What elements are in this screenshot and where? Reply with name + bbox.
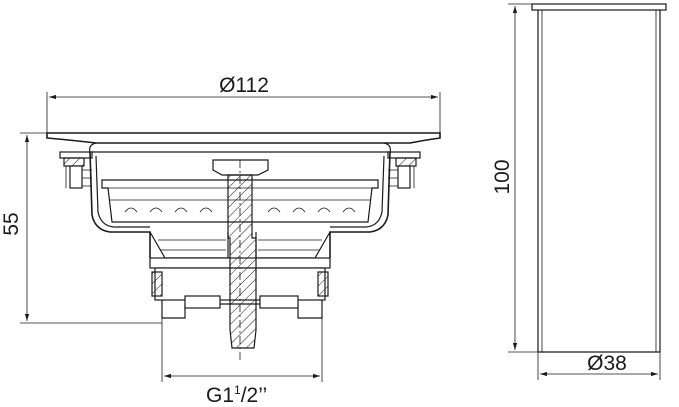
clamp-left bbox=[59, 151, 93, 189]
sink-strainer-section bbox=[46, 132, 441, 360]
body bbox=[89, 151, 391, 258]
flange bbox=[46, 132, 441, 153]
tube bbox=[531, 3, 667, 353]
tube-diameter-label: Ø38 bbox=[587, 352, 627, 375]
thread-label: G11/2’’ bbox=[206, 383, 267, 407]
dim-tube-diameter: Ø38 bbox=[537, 352, 661, 380]
clamp-right bbox=[387, 151, 421, 189]
dim-thread: G11/2’’ bbox=[161, 300, 323, 407]
tube-height-label: 100 bbox=[491, 159, 514, 194]
outer-diameter-label: Ø112 bbox=[219, 74, 269, 97]
height-label: 55 bbox=[0, 212, 23, 235]
dim-tube-height: 100 bbox=[491, 3, 538, 353]
dim-outer-diameter: Ø112 bbox=[46, 74, 441, 133]
dim-height: 55 bbox=[0, 132, 162, 324]
stem bbox=[212, 159, 269, 360]
